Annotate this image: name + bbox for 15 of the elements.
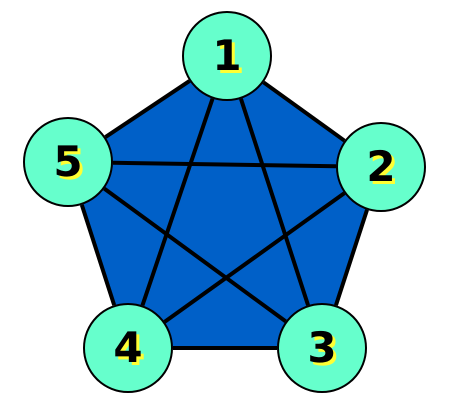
connector-line xyxy=(112,160,336,168)
connector-line xyxy=(104,79,191,139)
connector-line xyxy=(334,209,369,306)
vertex-number: 3 xyxy=(307,327,337,369)
connector-line xyxy=(262,80,346,142)
connector-line xyxy=(163,192,346,324)
connector-line xyxy=(103,186,287,324)
connector-line xyxy=(140,98,214,306)
connector-line xyxy=(80,204,116,306)
connector-line xyxy=(239,98,310,306)
vertex-number: 4 xyxy=(113,327,143,369)
vertex-number: 5 xyxy=(53,141,83,183)
vertex-number: 1 xyxy=(212,35,242,77)
vertex-number: 2 xyxy=(366,146,396,188)
connector-line xyxy=(173,346,277,350)
